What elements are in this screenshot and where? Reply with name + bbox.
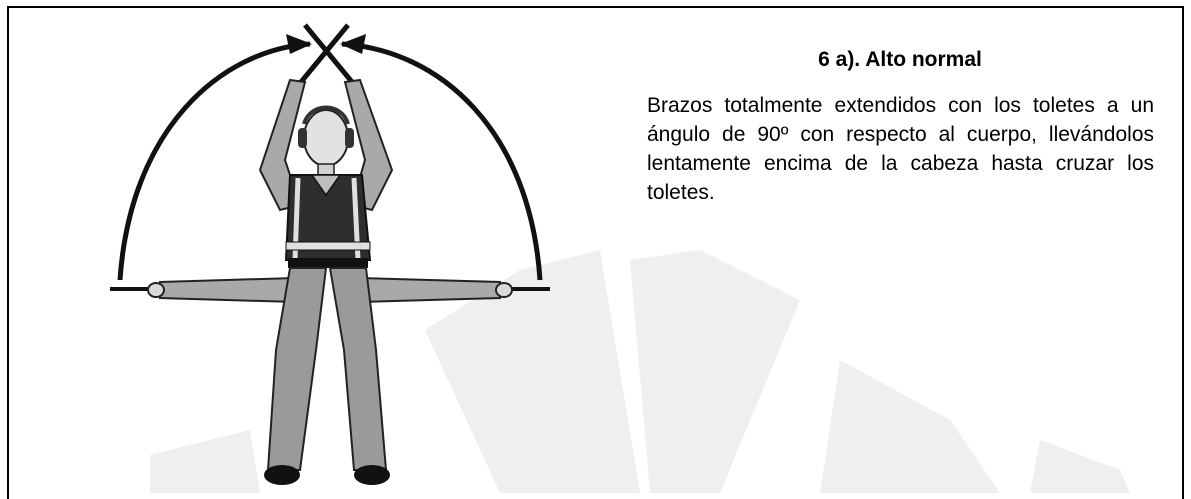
marshaller-figure bbox=[110, 23, 550, 485]
headband bbox=[302, 105, 350, 125]
belt bbox=[288, 258, 368, 268]
right-baton-up bbox=[299, 23, 350, 84]
section-description: Brazos totalmente extendidos con los tol… bbox=[647, 94, 1154, 204]
left-ear-protector bbox=[298, 128, 307, 148]
left-shoe bbox=[264, 465, 300, 485]
right-ear-protector bbox=[345, 128, 354, 148]
left-arrow-head bbox=[286, 34, 312, 54]
left-hand bbox=[147, 282, 165, 298]
page-frame bbox=[7, 6, 1184, 499]
left-baton-up bbox=[303, 23, 354, 84]
head bbox=[303, 109, 349, 167]
right-extended-arm bbox=[359, 276, 501, 304]
right-arc-arrow bbox=[341, 41, 543, 281]
right-arrow-head bbox=[340, 34, 366, 54]
left-arc-arrow bbox=[117, 41, 311, 281]
left-extended-arm bbox=[159, 276, 296, 304]
belt-strap bbox=[285, 241, 371, 251]
right-hand bbox=[495, 282, 513, 298]
left-leg bbox=[266, 267, 328, 471]
right-shoe bbox=[354, 465, 390, 485]
collar bbox=[310, 174, 342, 197]
section-title: 6 a). Alto normal bbox=[818, 48, 982, 71]
